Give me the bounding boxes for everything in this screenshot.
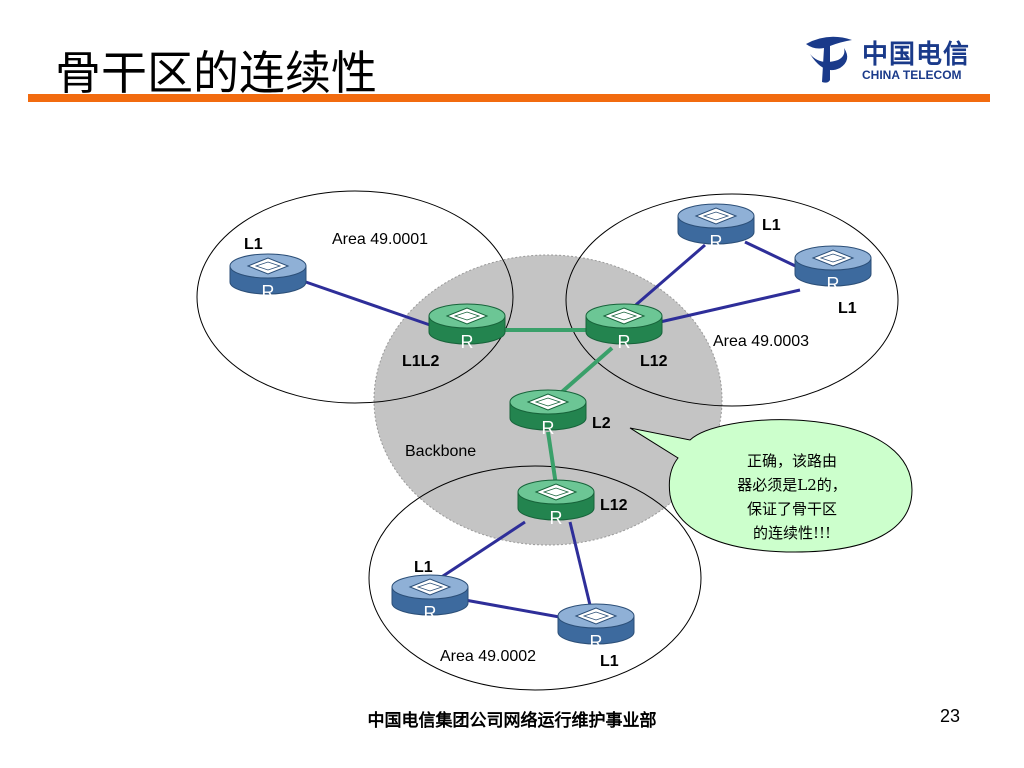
logo-text-cn: 中国电信 [862, 40, 971, 70]
link-area2-left-to-right [464, 598, 566, 620]
logo-text-en: CHINA TELECOM [862, 68, 962, 82]
area-49-0001-boundary [196, 190, 514, 404]
backbone-label: Backbone [405, 443, 476, 460]
router-symbol: R [710, 232, 723, 252]
link-l12-to-area3-right [659, 288, 801, 324]
china-telecom-logo: 中国电信 CHINA TELECOM [800, 30, 990, 86]
label-l12-right-router: L12 [640, 353, 668, 370]
callout-line-1: 正确，该路由 [747, 452, 837, 470]
router-symbol: R [827, 274, 840, 294]
title-underline-bar [28, 94, 990, 102]
callout-bubble [629, 419, 913, 553]
callout-line-2: 器必须是L2的， [737, 476, 847, 494]
link-l2-to-l12-bottom [546, 431, 558, 486]
router-symbol: R [262, 282, 275, 302]
router-l12-right: R [585, 303, 663, 352]
area-49-0003-boundary [565, 193, 899, 407]
label-l2-center-router: L2 [592, 415, 611, 432]
label-area2-right-router: L1 [600, 653, 619, 670]
area-49-0002-boundary [368, 465, 702, 691]
router-symbol: R [542, 418, 555, 438]
router-area3-top: R [677, 203, 755, 252]
link-l12-to-l2 [553, 346, 614, 400]
router-area2-left: R [391, 574, 469, 623]
label-area3-top-router: L1 [762, 217, 781, 234]
router-l1l2: R [428, 303, 506, 352]
router-area3-right: R [794, 245, 872, 294]
router-symbol: R [618, 332, 631, 352]
router-symbol: R [550, 508, 563, 528]
link-l12-to-area3-top [629, 243, 706, 312]
area-49-0002-label: Area 49.0002 [440, 648, 536, 665]
router-area1: R [229, 253, 307, 302]
label-l12-bottom-router: L12 [600, 497, 628, 514]
label-l1l2-router: L1L2 [402, 353, 439, 370]
router-l2-center: R [509, 389, 587, 438]
router-l12-bottom: R [517, 479, 595, 528]
area-49-0001-label: Area 49.0001 [332, 231, 428, 248]
china-telecom-logo-icon [806, 36, 852, 83]
callout-line-3: 保证了骨干区 [747, 500, 837, 518]
router-area2-right: R [557, 603, 635, 652]
router-symbol: R [424, 603, 437, 623]
slide-title: 骨干区的连续性 [55, 46, 377, 100]
slide-footer: 中国电信集团公司网络运行维护事业部 [367, 711, 657, 731]
area-49-0003-label: Area 49.0003 [713, 333, 809, 350]
label-area2-left-router: L1 [414, 559, 433, 576]
link-l12-bottom-to-area2-left [439, 520, 526, 580]
link-area1-to-l1l2 [299, 278, 431, 327]
router-symbol: R [461, 332, 474, 352]
label-area1-router: L1 [244, 236, 263, 253]
callout-line-4: 的连续性!!! [753, 524, 831, 542]
page-number: 23 [940, 706, 961, 726]
link-l12-bottom-to-area2-right [568, 521, 592, 606]
router-symbol: R [590, 632, 603, 652]
label-area3-right-router: L1 [838, 300, 857, 317]
